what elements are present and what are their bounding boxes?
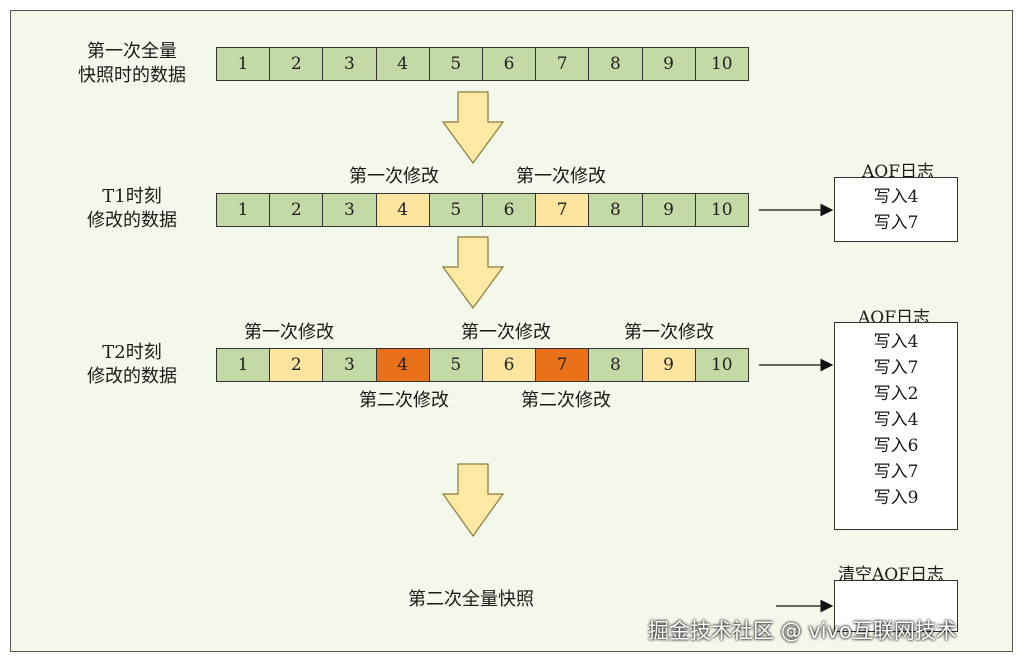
data-cell: 9 [641,47,696,81]
data-cell: 7 [535,193,590,227]
data-cell: 10 [694,348,749,382]
aof-entry: 写入4 [873,332,919,352]
data-cell: 3 [322,193,377,227]
data-cell: 5 [428,193,483,227]
row-label-line: 快照时的数据 [78,65,186,86]
row-label-line: 修改的数据 [87,210,177,231]
data-cell: 8 [588,348,643,382]
row-label-line: T2时刻 [102,342,162,363]
data-cell: 6 [481,47,537,81]
data-cell: 2 [269,47,324,81]
aof-entry: 写入7 [873,213,919,233]
aof-log-box-cleared [834,580,958,632]
annotation-second-mod: 第二次修改 [521,390,611,411]
data-cell: 2 [269,348,324,382]
final-snapshot-label: 第二次全量快照 [408,589,534,610]
watermark: 掘金技术社区 @ vivo互联网技术 [648,619,957,643]
data-cell: 6 [481,348,537,382]
data-cell: 1 [216,193,271,227]
aof-entry: 写入4 [873,187,919,207]
data-cell: 5 [428,47,483,81]
aof-entry: 写入6 [873,436,919,456]
data-cell: 8 [588,193,643,227]
data-cell: 6 [481,193,537,227]
aof-entry: 写入4 [873,410,919,430]
aof-entry: 写入2 [873,384,919,404]
data-cell: 1 [216,47,271,81]
row-label-line: T1时刻 [102,186,162,207]
data-cell: 1 [216,348,271,382]
annotation-first-mod: 第一次修改 [461,322,551,343]
data-cell: 5 [428,348,483,382]
down-arrow-1 [441,91,505,165]
row-label-t2: T2时刻 修改的数据 [62,341,202,389]
data-cell: 4 [375,193,430,227]
aof-entry: 写入7 [873,358,919,378]
down-arrow-2 [441,236,505,310]
data-cell: 9 [641,348,696,382]
data-cell: 3 [322,348,377,382]
annotation-first-mod: 第一次修改 [244,322,334,343]
aof-entry: 写入7 [873,462,919,482]
data-cell: 8 [588,47,643,81]
annotation-second-mod: 第二次修改 [359,390,449,411]
row-label-line: 修改的数据 [87,366,177,387]
down-arrow-3 [441,463,505,538]
data-cell: 3 [322,47,377,81]
annotation-first-mod: 第一次修改 [349,166,439,187]
row-label-line: 第一次全量 [87,41,177,62]
data-cell: 7 [535,47,590,81]
data-cell: 9 [641,193,696,227]
annotation-first-mod: 第一次修改 [624,322,714,343]
data-cell: 7 [535,348,590,382]
data-cell: 10 [694,47,749,81]
aof-entry: 写入9 [873,488,919,508]
data-cell: 4 [375,348,430,382]
aof-log-box-t2: 写入4 写入7 写入2 写入4 写入6 写入7 写入9 [834,322,958,530]
row-label-snapshot: 第一次全量 快照时的数据 [62,40,202,88]
data-cell: 4 [375,47,430,81]
data-cell: 2 [269,193,324,227]
annotation-first-mod: 第一次修改 [516,166,606,187]
data-cell: 10 [694,193,749,227]
row-label-t1: T1时刻 修改的数据 [62,185,202,233]
